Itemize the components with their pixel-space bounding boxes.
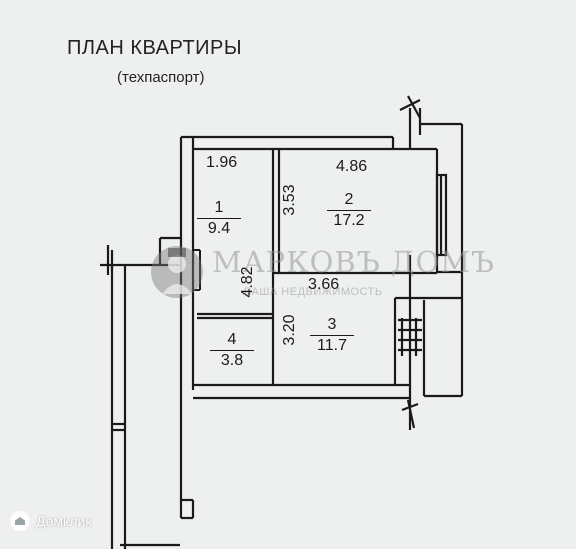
- dim-room1-depth: 4.82: [239, 266, 256, 298]
- portrait-logo-icon: [151, 246, 203, 298]
- watermark-brand: МАРКОВЪ ДОМЪ: [212, 245, 496, 279]
- room-number: 3: [327, 316, 337, 333]
- plan-subtitle: (техпаспорт): [117, 69, 205, 86]
- room-area: 3.8: [210, 350, 254, 369]
- dim-room3-width: 3.66: [308, 276, 340, 293]
- plan-title: ПЛАН КВАРТИРЫ: [67, 37, 243, 59]
- room-3-label: 3 11.7: [310, 317, 354, 354]
- room-area: 11.7: [310, 335, 354, 354]
- room-1-label: 1 9.4: [197, 200, 241, 237]
- dim-room2-depth: 3.53: [281, 184, 298, 216]
- house-icon: [10, 511, 30, 531]
- room-4-label: 4 3.8: [210, 332, 254, 369]
- room-number: 1: [214, 199, 224, 216]
- room-area: 17.2: [327, 210, 371, 229]
- domclick-label: Домклик: [36, 513, 92, 529]
- room-2-label: 2 17.2: [327, 192, 371, 229]
- dim-room3-depth: 3.20: [281, 314, 298, 346]
- watermark-tagline: ВАША НЕДВИЖИМОСТЬ: [244, 286, 383, 298]
- dim-room2-width: 4.86: [336, 158, 368, 175]
- room-number: 2: [344, 191, 354, 208]
- room-area: 9.4: [197, 218, 241, 237]
- room-number: 4: [227, 331, 237, 348]
- domclick-badge: Домклик: [10, 511, 91, 531]
- dim-room1-width: 1.96: [206, 154, 238, 171]
